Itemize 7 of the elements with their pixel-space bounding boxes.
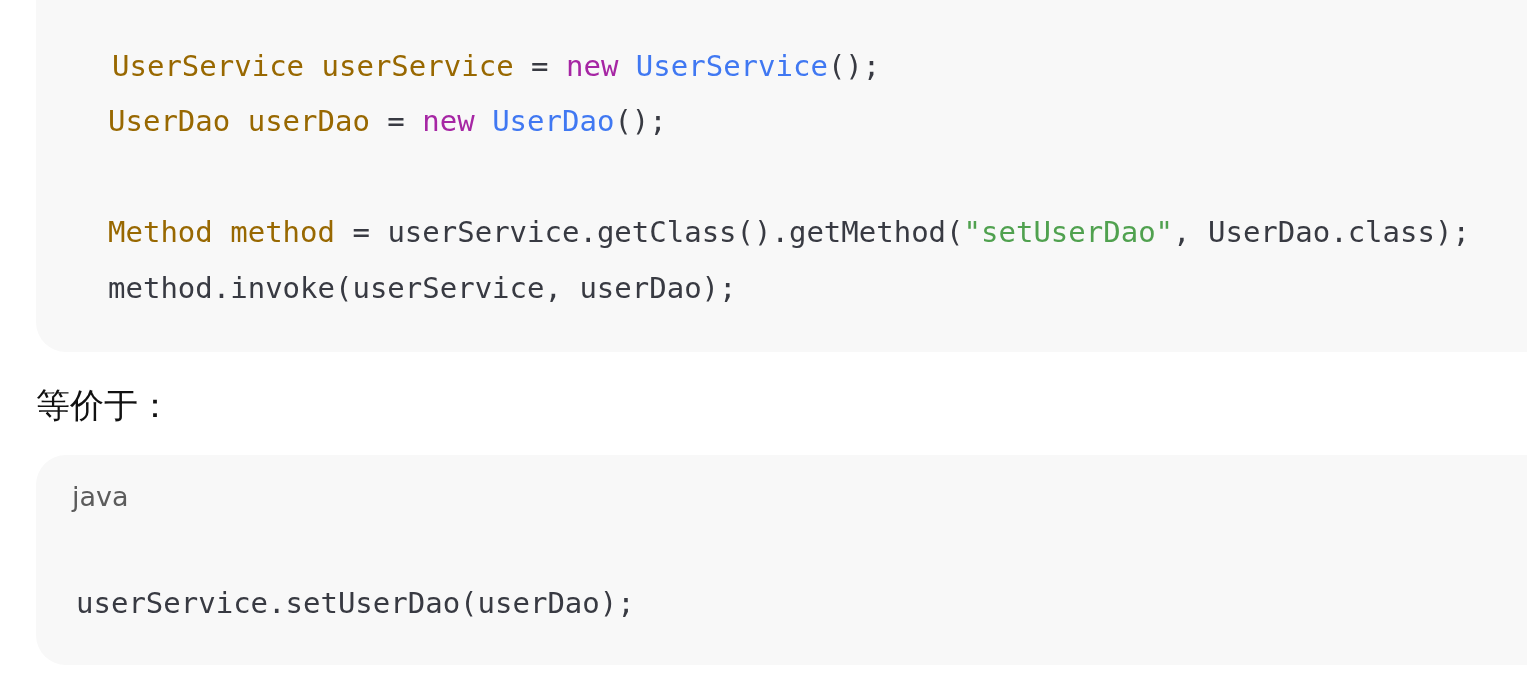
- code-line: UserDao userDao = new UserDao();: [108, 103, 667, 139]
- code-line: UserService userService = new UserService();: [112, 48, 881, 84]
- code-line: method.invoke(userService, userDao);: [108, 270, 737, 306]
- caption-text: 等价于：: [36, 385, 172, 425]
- code-line: Method method = userService.getClass().getMethod("setUserDao", UserDao.class);: [108, 214, 1470, 250]
- language-label: java: [72, 480, 129, 514]
- code-line: userService.setUserDao(userDao);: [76, 585, 635, 621]
